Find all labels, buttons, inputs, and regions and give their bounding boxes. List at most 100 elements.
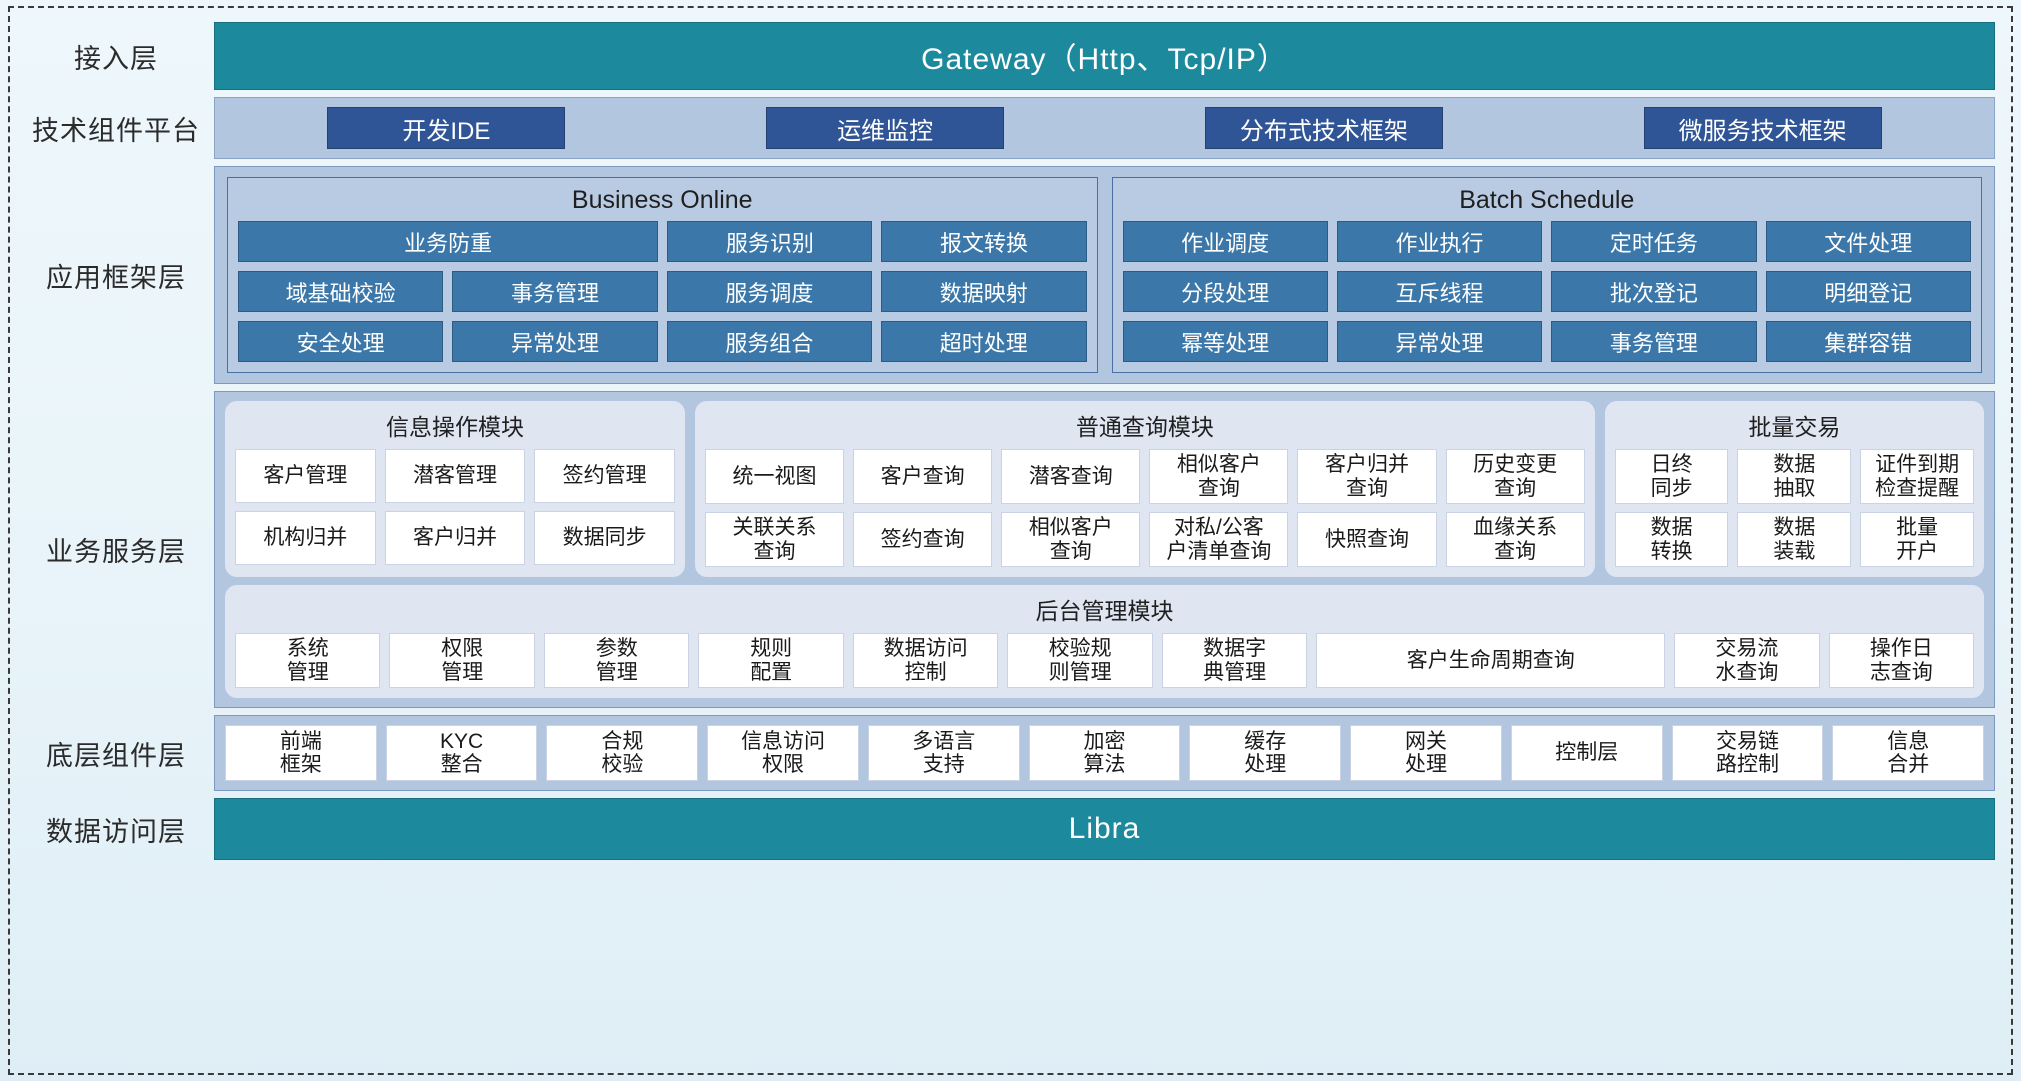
svc-cell-data-sync[interactable]: 数据同步	[534, 511, 675, 565]
fw-cell-transaction-mgmt[interactable]: 事务管理	[452, 271, 658, 312]
comp-cell-compliance-validation[interactable]: 合规 校验	[546, 725, 699, 782]
svc-cell-validation-rule-mgmt[interactable]: 校验规 则管理	[1007, 633, 1153, 689]
tech-chip-microservice-framework[interactable]: 微服务技术框架	[1643, 107, 1882, 149]
svc-cell-permission-mgmt[interactable]: 权限 管理	[389, 633, 535, 689]
layer-row-app-framework: 应用框架层 Business Online 业务防重 服务识别 报文转换	[18, 166, 1995, 384]
svc-cell-data-dictionary-mgmt[interactable]: 数据字 典管理	[1161, 633, 1308, 689]
fw-cell-business-dedup[interactable]: 业务防重	[238, 221, 659, 262]
fw-cell-job-execute[interactable]: 作业执行	[1336, 221, 1543, 262]
batch-transaction-rows: 日终 同步 数据 抽取 证件到期 检查提醒 数据 转换 数据 装载 批量 开户	[1614, 449, 1974, 568]
layer-label-tech-platform: 技术组件平台	[32, 115, 200, 146]
layer-body-app-framework: Business Online 业务防重 服务识别 报文转换 域基础校验 事务管…	[214, 166, 1995, 384]
fw-cell-cluster-fault-tolerance[interactable]: 集群容错	[1765, 321, 1971, 362]
svc-cell-similar-customer-query-2[interactable]: 相似客户 查询	[1001, 512, 1141, 568]
comp-cell-gateway-handling[interactable]: 网关 处理	[1350, 725, 1502, 782]
svc-cell-eod-sync[interactable]: 日终 同步	[1614, 449, 1729, 505]
batch-schedule-row-3: 幂等处理 异常处理 事务管理 集群容错	[1122, 321, 1971, 362]
svc-cell-data-extract[interactable]: 数据 抽取	[1737, 449, 1852, 505]
fw-cell-message-transform[interactable]: 报文转换	[881, 221, 1087, 262]
fw-cell-file-processing[interactable]: 文件处理	[1765, 221, 1971, 262]
layer-label-app-framework: 应用框架层	[46, 262, 186, 293]
fw-cell-batch-exception-handling[interactable]: 异常处理	[1336, 321, 1543, 362]
svc-cell-history-change-query[interactable]: 历史变更 查询	[1445, 449, 1585, 505]
svc-cell-prospect-query[interactable]: 潜客查询	[1001, 449, 1141, 505]
svc-cell-system-mgmt[interactable]: 系统 管理	[235, 633, 381, 689]
svc-cell-data-load[interactable]: 数据 装载	[1737, 512, 1852, 568]
tech-chip-ops-monitor[interactable]: 运维监控	[766, 107, 1005, 149]
svc-cell-lineage-query[interactable]: 血缘关系 查询	[1445, 512, 1585, 568]
business-service-panel: 信息操作模块 客户管理 潜客管理 签约管理 机构归并 客户归并	[214, 391, 1995, 709]
app-framework-panel: Business Online 业务防重 服务识别 报文转换 域基础校验 事务管…	[214, 166, 1995, 384]
comp-cell-info-merge[interactable]: 信息 合并	[1832, 725, 1985, 782]
gateway-band[interactable]: Gateway（Http、Tcp/IP）	[214, 22, 1995, 90]
layer-row-data-access: 数据访问层 Libra	[18, 798, 1995, 861]
fw-cell-exception-handling[interactable]: 异常处理	[452, 321, 658, 362]
fw-cell-timeout-handling[interactable]: 超时处理	[881, 321, 1087, 362]
comp-cell-frontend-framework[interactable]: 前端 框架	[225, 725, 377, 782]
layer-body-access: Gateway（Http、Tcp/IP）	[214, 22, 1995, 90]
fw-cell-segment-processing[interactable]: 分段处理	[1122, 271, 1328, 312]
svc-cell-org-merge[interactable]: 机构归并	[235, 511, 376, 565]
svc-cell-snapshot-query[interactable]: 快照查询	[1297, 512, 1437, 568]
svc-cell-contract-query[interactable]: 签约查询	[853, 512, 993, 568]
general-query-row-2: 关联关系 查询 签约查询 相似客户 查询 对私/公客 户清单查询 快照查询 血缘…	[704, 512, 1585, 568]
fw-cell-batch-register[interactable]: 批次登记	[1551, 271, 1757, 312]
comp-cell-transaction-chain-control[interactable]: 交易链 路控制	[1671, 725, 1824, 782]
comp-cell-control-layer[interactable]: 控制层	[1510, 725, 1663, 782]
svc-cell-customer-lifecycle-query[interactable]: 客户生命周期查询	[1316, 633, 1666, 689]
info-operation-row-1: 客户管理 潜客管理 签约管理	[235, 449, 675, 503]
fw-cell-timed-task[interactable]: 定时任务	[1551, 221, 1757, 262]
fw-cell-data-mapping[interactable]: 数据映射	[881, 271, 1087, 312]
info-operation-rows: 客户管理 潜客管理 签约管理 机构归并 客户归并 数据同步	[235, 449, 675, 565]
tech-chip-distributed-framework[interactable]: 分布式技术框架	[1204, 107, 1443, 149]
layer-body-business-service: 信息操作模块 客户管理 潜客管理 签约管理 机构归并 客户归并	[214, 391, 1995, 709]
svc-cell-parameter-mgmt[interactable]: 参数 管理	[543, 633, 690, 689]
svc-cell-data-transform[interactable]: 数据 转换	[1614, 512, 1729, 568]
comp-cell-cache-handling[interactable]: 缓存 处理	[1189, 725, 1342, 782]
svc-cell-certificate-expiry-reminder[interactable]: 证件到期 检查提醒	[1860, 449, 1974, 505]
svc-cell-operation-log-query[interactable]: 操作日 志查询	[1828, 633, 1975, 689]
tech-platform-panel: 开发IDE 运维监控 分布式技术框架 微服务技术框架	[214, 97, 1995, 159]
module-title-info-operation: 信息操作模块	[385, 414, 524, 440]
libra-band[interactable]: Libra	[214, 798, 1995, 861]
svc-cell-similar-customer-query[interactable]: 相似客户 查询	[1149, 449, 1289, 505]
fw-cell-service-identify[interactable]: 服务识别	[667, 221, 873, 262]
svc-cell-unified-view[interactable]: 统一视图	[704, 449, 845, 505]
svc-cell-customer-mgmt[interactable]: 客户管理	[235, 449, 376, 503]
svc-cell-data-access-control[interactable]: 数据访问 控制	[852, 633, 999, 689]
svc-cell-batch-account-open[interactable]: 批量 开户	[1860, 512, 1974, 568]
fw-cell-batch-transaction-mgmt[interactable]: 事务管理	[1551, 321, 1757, 362]
fw-cell-idempotent-handling[interactable]: 幂等处理	[1122, 321, 1328, 362]
fw-cell-mutex-thread[interactable]: 互斥线程	[1336, 271, 1543, 312]
svc-cell-customer-query[interactable]: 客户查询	[853, 449, 993, 505]
fw-cell-job-schedule[interactable]: 作业调度	[1122, 221, 1328, 262]
group-business-online: Business Online 业务防重 服务识别 报文转换 域基础校验 事务管…	[227, 177, 1098, 373]
fw-cell-domain-validation[interactable]: 域基础校验	[238, 271, 444, 312]
svc-cell-private-public-customer-list-query[interactable]: 对私/公客 户清单查询	[1149, 512, 1289, 568]
module-title-general-query: 普通查询模块	[1075, 414, 1214, 440]
layer-row-tech-platform: 技术组件平台 开发IDE 运维监控 分布式技术框架 微服务技术框架	[18, 97, 1995, 159]
comp-cell-multilanguage-support[interactable]: 多语言 支持	[867, 725, 1020, 782]
fw-cell-detail-register[interactable]: 明细登记	[1765, 271, 1971, 312]
svc-cell-rule-config[interactable]: 规则 配置	[698, 633, 844, 689]
fw-cell-security-handling[interactable]: 安全处理	[238, 321, 444, 362]
comp-cell-info-access-permission[interactable]: 信息访问 权限	[707, 725, 859, 782]
fw-cell-service-dispatch[interactable]: 服务调度	[666, 271, 873, 312]
svc-cell-prospect-mgmt[interactable]: 潜客管理	[384, 449, 526, 503]
fw-cell-service-composition[interactable]: 服务组合	[666, 321, 873, 362]
layer-body-data-access: Libra	[214, 798, 1995, 861]
business-online-row-2: 域基础校验 事务管理 服务调度 数据映射	[238, 271, 1087, 312]
svc-cell-customer-merge-query[interactable]: 客户归并 查询	[1297, 449, 1437, 505]
svc-cell-relationship-query[interactable]: 关联关系 查询	[704, 512, 845, 568]
business-service-modules: 信息操作模块 客户管理 潜客管理 签约管理 机构归并 客户归并	[225, 401, 1984, 578]
svc-cell-customer-merge[interactable]: 客户归并	[384, 511, 526, 565]
comp-cell-encryption-algorithm[interactable]: 加密 算法	[1028, 725, 1181, 782]
module-title-admin-management: 后台管理模块	[1035, 598, 1174, 625]
svc-cell-transaction-flow-query[interactable]: 交易流 水查询	[1674, 633, 1820, 689]
batch-schedule-row-1: 作业调度 作业执行 定时任务 文件处理	[1122, 221, 1971, 262]
layer-label-base-component: 底层组件层	[46, 740, 186, 771]
svc-cell-contract-mgmt[interactable]: 签约管理	[534, 449, 675, 503]
tech-chip-dev-ide[interactable]: 开发IDE	[327, 107, 566, 149]
module-batch-transaction: 批量交易 日终 同步 数据 抽取 证件到期 检查提醒 数据 转换 数据 装载	[1604, 401, 1984, 578]
comp-cell-kyc-integration[interactable]: KYC 整合	[385, 725, 538, 782]
